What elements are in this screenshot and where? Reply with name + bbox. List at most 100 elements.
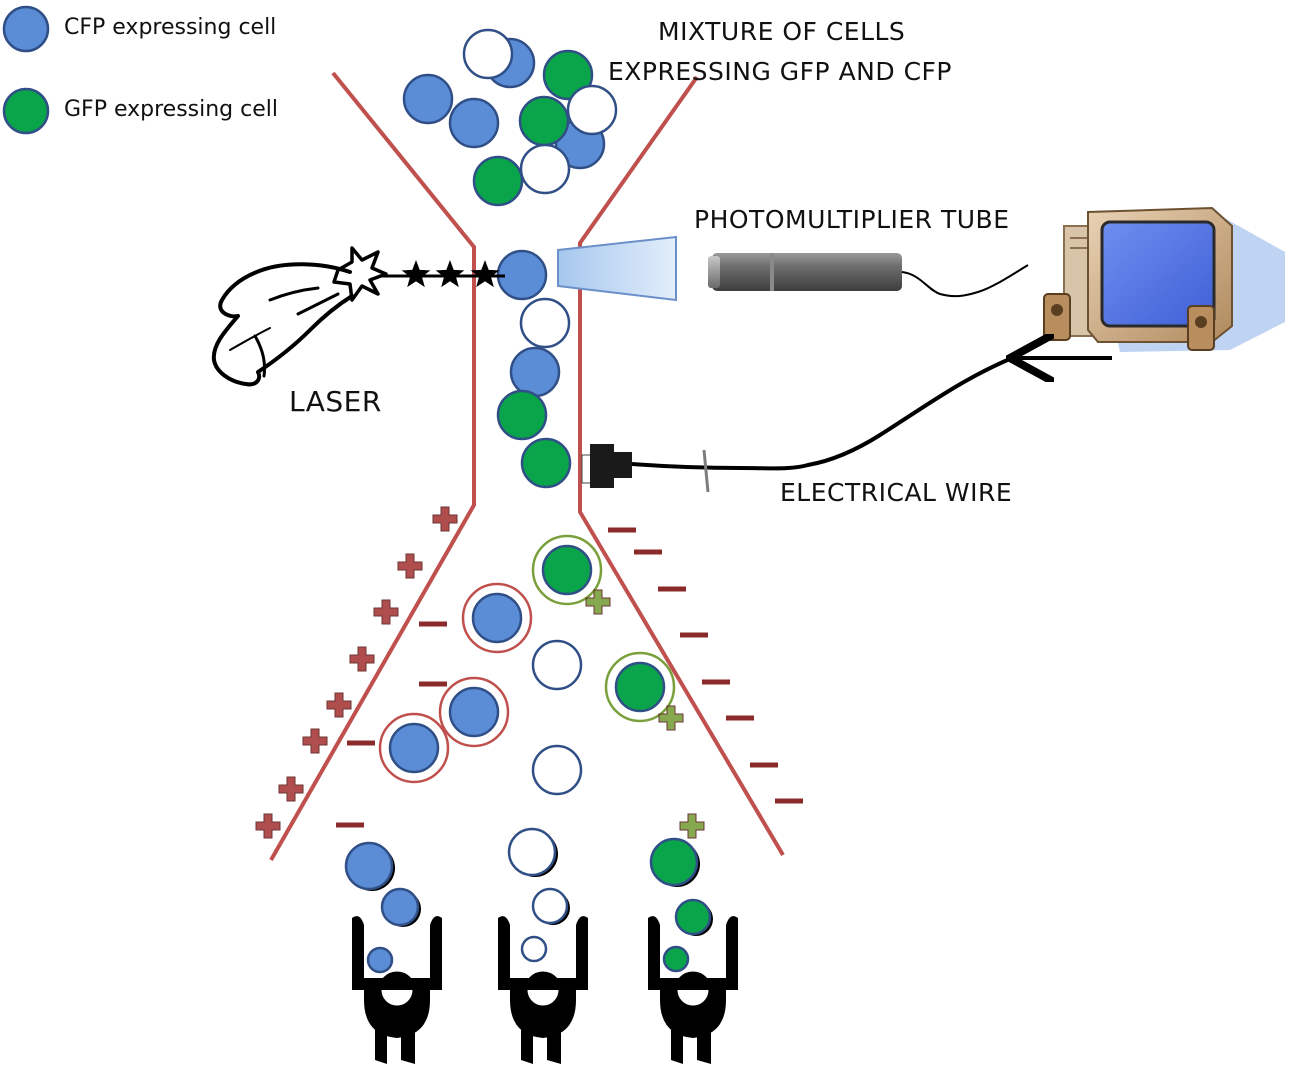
minus-charge-icon [347, 740, 375, 746]
plus-shape [658, 705, 684, 731]
cfp-cell [402, 73, 454, 125]
plus-shape [349, 646, 375, 672]
gfp-cell [649, 837, 699, 887]
plus-shape [432, 506, 458, 532]
unlabeled-cell [531, 639, 583, 691]
plus-shape [585, 589, 611, 615]
wire-break-mark [702, 449, 710, 493]
tube-eye-lid [526, 973, 560, 990]
star-icon [401, 260, 431, 288]
minus-charge-icon [419, 621, 447, 627]
plus-shape [302, 728, 328, 754]
star-icon [435, 260, 465, 288]
tube-arm-right [726, 916, 738, 985]
minus-charge-icon [702, 679, 730, 685]
channel-wall-right [578, 75, 785, 857]
detector-window [557, 235, 677, 302]
cfp-cell [496, 249, 548, 301]
charge-ring [461, 582, 533, 654]
charge-ring [531, 534, 603, 606]
laser-label: LASER [289, 385, 382, 418]
tube-leg-right [401, 1030, 415, 1064]
gfp-cell [520, 437, 572, 489]
minus-charge-icon [634, 549, 662, 555]
plus-charge-icon [302, 728, 328, 754]
star-icon [470, 260, 500, 288]
gfp-cell [472, 155, 524, 207]
deflection-charges [255, 506, 803, 839]
cfp-cell [471, 592, 523, 644]
gfp-cell [496, 389, 548, 441]
plus-charge-icon [255, 813, 281, 839]
electrical-wire [631, 356, 1013, 471]
minus-charge-icon [775, 798, 803, 804]
gfp-plus-charge-icon [585, 589, 611, 615]
plus-shape [326, 692, 352, 718]
tube-leg-left [375, 1030, 387, 1064]
tube-leg-right [697, 1030, 711, 1064]
unlabeled-cell [531, 887, 569, 925]
cfp-cell [2, 5, 50, 53]
unlabeled-cell [519, 143, 571, 195]
cfp-cell [388, 722, 440, 774]
gfp-cell [518, 95, 570, 147]
gfp-cell [674, 898, 712, 936]
laser-burst-icon [332, 246, 388, 302]
minus-charge-icon [680, 632, 708, 638]
charge-ring [378, 712, 450, 784]
cells [2, 5, 676, 796]
collection-tube-icon [498, 827, 588, 1064]
unlabeled-cell [507, 827, 557, 877]
minus-charge-icon [419, 681, 447, 687]
gfp-cell [541, 544, 593, 596]
plus-charge-icon [349, 646, 375, 672]
unlabeled-cell [462, 28, 514, 80]
charge-ring [438, 676, 510, 748]
electrode-plug-icon [581, 444, 632, 488]
collection-tubes [344, 827, 738, 1064]
channel-wall-left [269, 71, 476, 861]
tube-eye-lid [380, 973, 414, 990]
unlabeled-cell [520, 935, 548, 963]
cfp-cell [344, 841, 394, 891]
unlabeled-cell [519, 297, 571, 349]
charge-ring [604, 651, 676, 723]
minus-charge-icon [658, 586, 686, 592]
legend-cfp-label: CFP expressing cell [64, 15, 277, 40]
cfp-cell [448, 97, 500, 149]
plus-shape [373, 599, 399, 625]
minus-charge-icon [726, 715, 754, 721]
tube-eye-lid [676, 973, 710, 990]
cfp-cell [448, 686, 500, 738]
photomultiplier-label: PHOTOMULTIPLIER TUBE [694, 205, 1010, 234]
legend-gfp-label: GFP expressing cell [64, 97, 278, 122]
gfp-plus-charge-icon [658, 705, 684, 731]
tube-arm-left [498, 916, 510, 985]
minus-charge-icon [608, 527, 636, 533]
gfp-cell [2, 87, 50, 135]
gfp-cell [542, 49, 594, 101]
unlabeled-cell [531, 744, 583, 796]
channel-walls [269, 71, 785, 861]
cfp-cell [509, 346, 561, 398]
cfp-cell [366, 946, 394, 974]
plus-shape [278, 776, 304, 802]
tube-leg-left [671, 1030, 683, 1064]
laser-beam-stars [401, 260, 500, 288]
plus-charge-icon [373, 599, 399, 625]
plus-shape [255, 813, 281, 839]
gfp-cell [614, 661, 666, 713]
mixture-title-line2: EXPRESSING GFP AND CFP [608, 57, 952, 86]
tube-arm-right [576, 916, 588, 985]
collection-tube-icon [344, 841, 442, 1064]
plus-charge-icon [397, 553, 423, 579]
tube-leg-left [521, 1030, 533, 1064]
tube-arm-left [352, 916, 364, 985]
gfp-cell [662, 945, 690, 973]
plus-charge-icon [326, 692, 352, 718]
tube-leg-right [547, 1030, 561, 1064]
tube-arm-left [648, 916, 660, 985]
laser-gun-icon [211, 262, 354, 387]
